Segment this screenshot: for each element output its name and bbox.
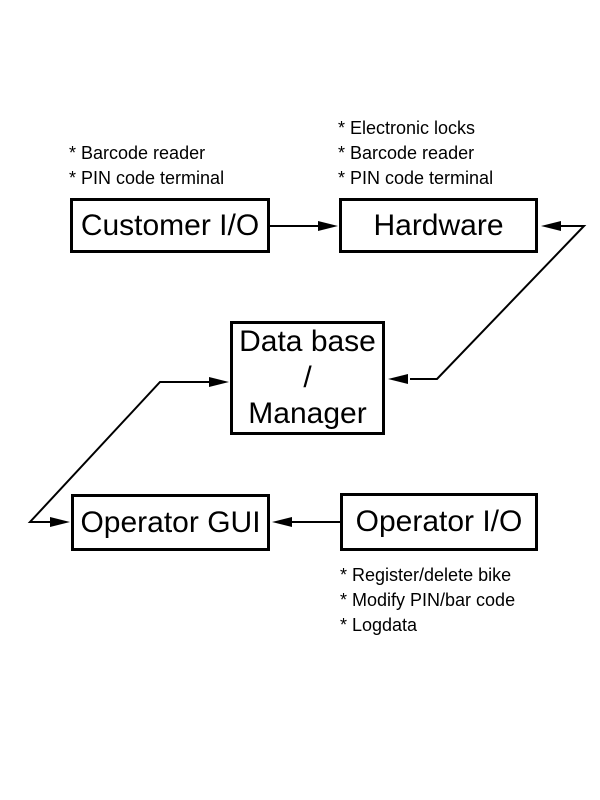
arrowhead-into-operator-gui-left <box>50 517 70 527</box>
database-manager-label: Data base / Manager <box>239 325 376 430</box>
arrowhead-into-hardware-left <box>318 221 338 231</box>
hardware-annotations: * Electronic locks * Barcode reader * PI… <box>338 116 493 191</box>
connector-hardware-database-line <box>410 225 587 380</box>
arrowhead-into-operator-gui-right <box>272 517 292 527</box>
database-manager-node: Data base / Manager <box>230 321 385 435</box>
operator-gui-node: Operator GUI <box>71 494 270 551</box>
annotation-line: * PIN code terminal <box>69 168 225 188</box>
operator-io-label: Operator I/O <box>355 505 523 538</box>
annotation-line: * Modify PIN/bar code <box>340 590 516 610</box>
arrowhead-into-database-left <box>209 377 229 387</box>
annotation-line: * Electronic locks <box>338 118 476 138</box>
annotation-line: * PIN code terminal <box>338 168 494 188</box>
customer-io-node: Customer I/O <box>70 198 270 253</box>
annotation-line: * Register/delete bike <box>340 565 512 585</box>
connector-database-operator-gui-line <box>27 381 213 523</box>
arrowhead-into-database-right <box>388 374 408 384</box>
annotation-line: * Barcode reader <box>338 143 475 163</box>
customer-io-label: Customer I/O <box>80 208 260 242</box>
hardware-label: Hardware <box>373 208 504 242</box>
arrowhead-into-hardware-right <box>541 221 561 231</box>
annotation-line: * Logdata <box>340 615 418 635</box>
hardware-node: Hardware <box>339 198 538 253</box>
customer-io-annotations: * Barcode reader * PIN code terminal <box>69 141 224 191</box>
annotation-line: * Barcode reader <box>69 143 206 163</box>
operator-io-node: Operator I/O <box>340 493 538 551</box>
operator-io-annotations: * Register/delete bike * Modify PIN/bar … <box>340 563 515 638</box>
operator-gui-label: Operator GUI <box>80 505 261 539</box>
